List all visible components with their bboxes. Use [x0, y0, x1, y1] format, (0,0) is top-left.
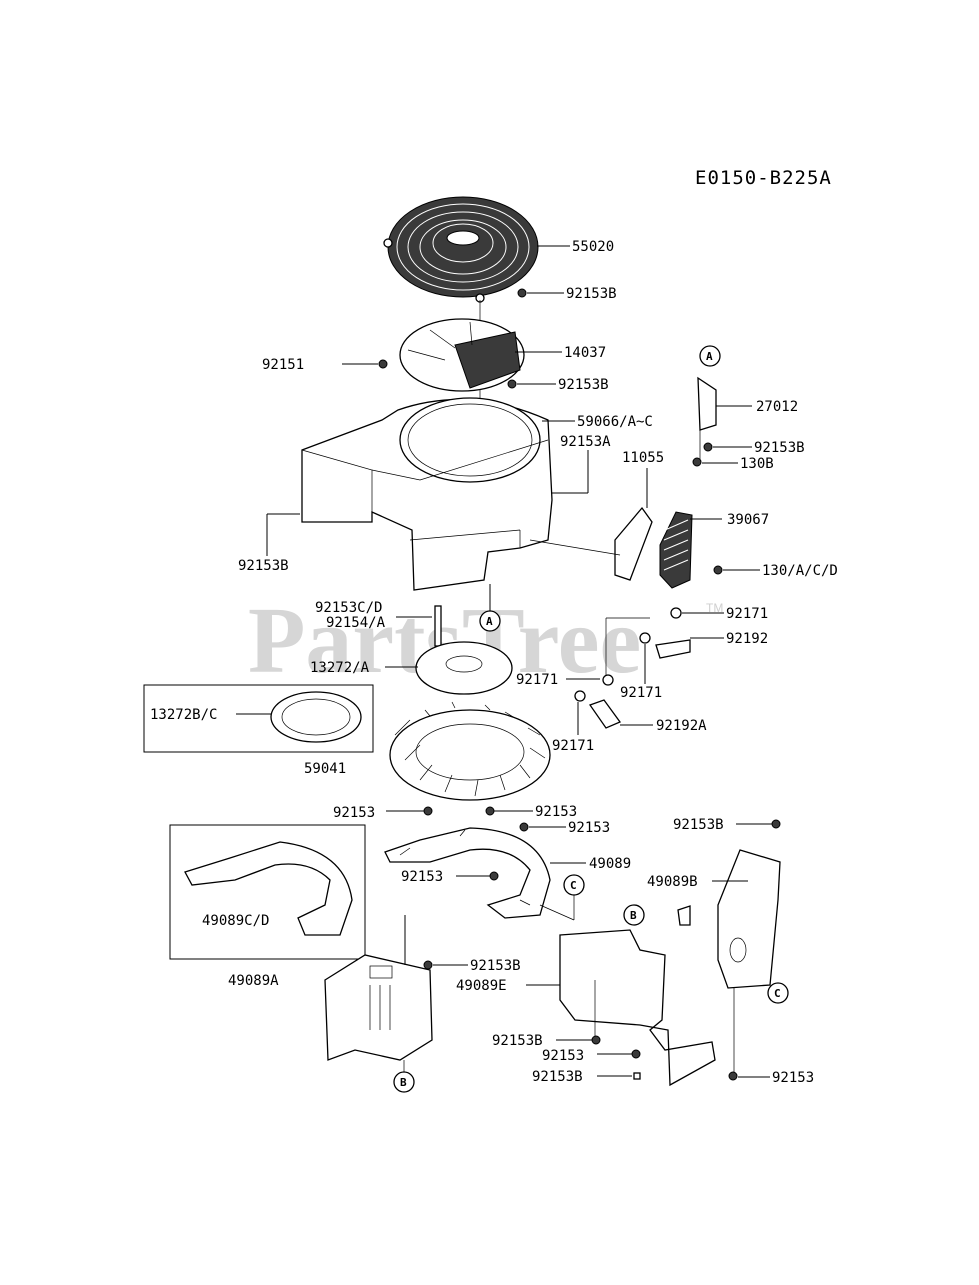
plate-13272a[interactable] — [415, 641, 513, 695]
label-92153-6: 92153 — [772, 1070, 814, 1086]
callout-c-mid-label: C — [570, 879, 577, 892]
label-49089a: 49089A — [228, 973, 279, 989]
label-92153-1: 92153 — [333, 805, 375, 821]
screw-icon — [378, 359, 388, 369]
inset-box-13272bc — [143, 684, 374, 753]
clamp-icon — [639, 632, 651, 644]
label-92192a: 92192A — [656, 718, 707, 734]
label-92153b-7: 92153B — [492, 1033, 543, 1049]
label-92153b-8: 92153B — [532, 1069, 583, 1085]
callout-c-right — [767, 982, 789, 1004]
bolt-icon — [519, 822, 529, 832]
callout-a-top-label: A — [706, 350, 713, 363]
stud-92154[interactable] — [434, 605, 442, 647]
bolt-icon — [633, 1072, 641, 1080]
label-14037: 14037 — [564, 345, 606, 361]
baffle-49089[interactable] — [384, 827, 551, 919]
label-49089cd: 49089C/D — [202, 913, 269, 929]
callout-b-bottom-label: B — [400, 1076, 407, 1089]
callout-c-right-label: C — [774, 987, 781, 1000]
label-92171-4: 92171 — [552, 738, 594, 754]
shroud-49089a[interactable] — [324, 954, 433, 1061]
bolt-icon — [517, 288, 527, 298]
label-55020: 55020 — [572, 239, 614, 255]
bolt-icon — [423, 806, 433, 816]
label-49089: 49089 — [589, 856, 631, 872]
label-92153-2: 92153 — [535, 804, 577, 820]
label-49089b: 49089B — [647, 874, 698, 890]
label-92151: 92151 — [262, 357, 304, 373]
nut-icon — [692, 457, 702, 467]
label-92154a: 92154/A — [326, 615, 386, 631]
label-92153-4: 92153 — [401, 869, 443, 885]
label-27012: 27012 — [756, 399, 798, 415]
bolt-icon — [489, 871, 499, 881]
bracket-27012[interactable] — [697, 376, 717, 431]
bolt-icon — [507, 379, 517, 389]
screen-55020[interactable] — [383, 196, 539, 303]
label-130acd: 130/A/C/D — [762, 563, 838, 579]
bolt-icon — [703, 442, 713, 452]
label-130b: 130B — [740, 456, 774, 472]
callout-a-mid — [479, 610, 501, 632]
label-92153b-2: 92153B — [558, 377, 609, 393]
label-59066: 59066/A~C — [577, 414, 653, 430]
hose-92192a[interactable] — [588, 699, 622, 729]
bolt-icon — [728, 1071, 738, 1081]
bolt-icon — [771, 819, 781, 829]
label-92171-1: 92171 — [726, 606, 768, 622]
label-11055: 11055 — [622, 450, 664, 466]
bolt-icon — [423, 960, 433, 970]
hose-92192[interactable] — [655, 639, 691, 659]
clamp-icon — [574, 690, 586, 702]
label-92153b-5: 92153B — [673, 817, 724, 833]
callout-b-bottom — [393, 1071, 415, 1093]
label-49089e: 49089E — [456, 978, 507, 994]
shroud-59066[interactable] — [301, 397, 553, 591]
cooler-39067[interactable] — [659, 511, 693, 589]
fan-59041[interactable] — [389, 701, 551, 801]
gasket-11055[interactable] — [614, 506, 653, 581]
nut-icon — [713, 565, 723, 575]
label-13272a: 13272/A — [310, 660, 370, 676]
label-59041: 59041 — [304, 761, 346, 777]
label-92153b-3: 92153B — [238, 558, 289, 574]
diagram-code: E0150-B225A — [695, 167, 832, 189]
callout-a-mid-label: A — [486, 615, 493, 628]
callout-a-top — [699, 345, 721, 367]
clamp-icon — [602, 674, 614, 686]
cover-49089b[interactable] — [677, 849, 781, 989]
clamp-icon — [670, 607, 682, 619]
label-92192: 92192 — [726, 631, 768, 647]
label-92171-3: 92171 — [620, 685, 662, 701]
label-92153-5: 92153 — [542, 1048, 584, 1064]
cover-49089e[interactable] — [559, 929, 716, 1087]
label-92153b-4: 92153B — [754, 440, 805, 456]
bolt-icon — [591, 1035, 601, 1045]
plate-14037[interactable] — [399, 318, 525, 392]
label-92171-2: 92171 — [516, 672, 558, 688]
label-92153a: 92153A — [560, 434, 611, 450]
trademark: TM — [706, 601, 723, 615]
label-92153cd: 92153C/D — [315, 600, 382, 616]
label-39067: 39067 — [727, 512, 769, 528]
bolt-icon — [485, 806, 495, 816]
label-92153-3: 92153 — [568, 820, 610, 836]
baffle-49089cd[interactable] — [184, 841, 353, 936]
label-92153b-6: 92153B — [470, 958, 521, 974]
label-13272bc: 13272B/C — [150, 707, 217, 723]
inset-box-49089cd — [169, 824, 366, 960]
callout-b-mid — [623, 904, 645, 926]
plate-13272bc[interactable] — [270, 691, 362, 743]
bolt-icon — [631, 1049, 641, 1059]
callout-b-mid-label: B — [630, 909, 637, 922]
label-92153b-1: 92153B — [566, 286, 617, 302]
